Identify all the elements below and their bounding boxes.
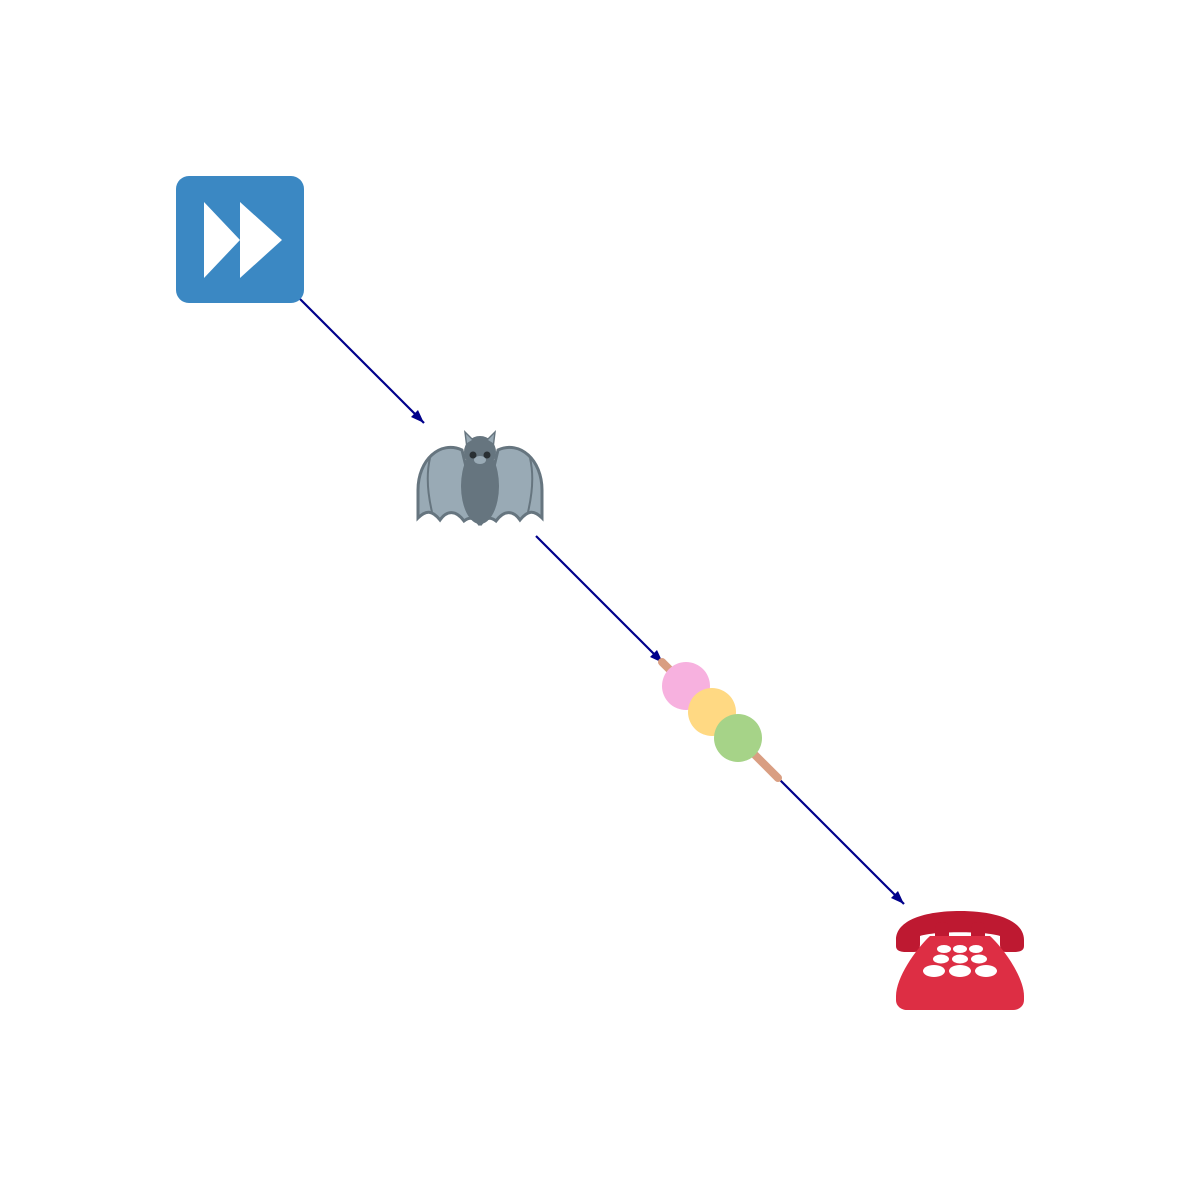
dango-icon xyxy=(658,658,782,782)
edge-fast-forward-to-bat xyxy=(299,298,425,424)
edges xyxy=(299,298,905,905)
arrowhead-telephone xyxy=(891,891,904,904)
fast-forward-button-icon xyxy=(176,176,304,303)
edge-dango-to-telephone xyxy=(779,779,905,905)
edge-bat-to-dango xyxy=(535,535,664,664)
arrowhead-bat xyxy=(411,410,424,423)
telephone-icon xyxy=(896,911,1024,1010)
bat-icon xyxy=(416,430,544,526)
